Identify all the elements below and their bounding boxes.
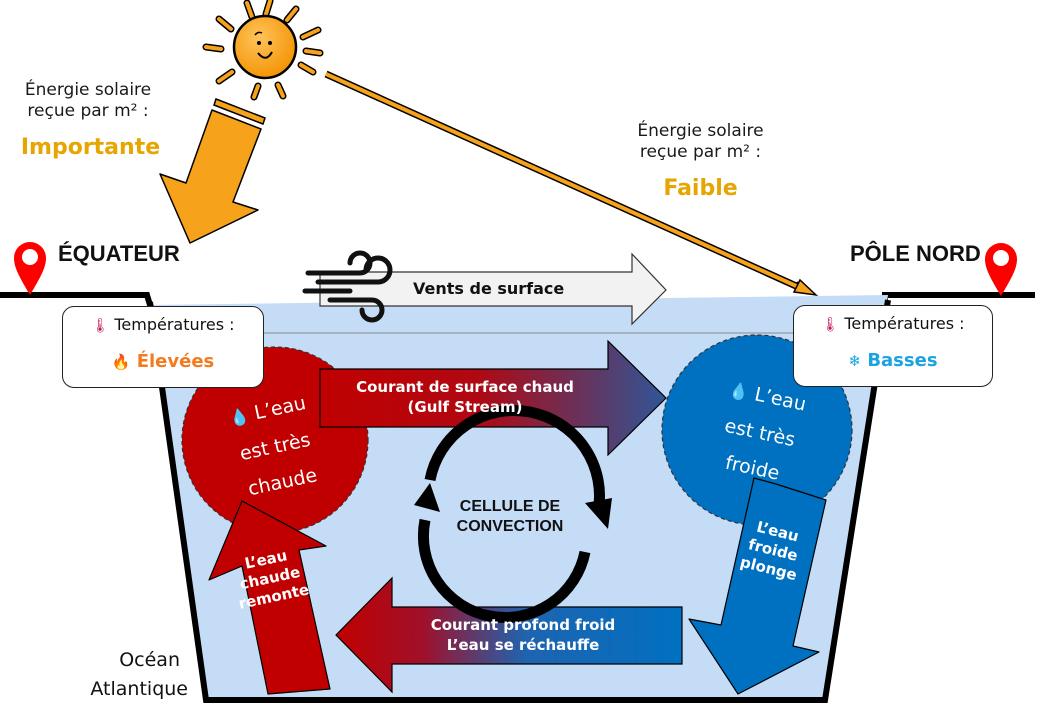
- sinking-water-arrow: [688, 477, 827, 695]
- ground-line-right: [882, 292, 1035, 300]
- equator-temperature-box: 🌡 Températures : 🔥 Élevées: [62, 306, 264, 388]
- pole-temperature-value: ❄ Basses: [848, 350, 938, 371]
- solar-ray-arrow-strong: [159, 98, 266, 244]
- ocean-label: Océan Atlantique: [90, 649, 188, 700]
- rising-water-arrow: [208, 500, 331, 695]
- thermometer-icon: 🌡: [91, 318, 110, 334]
- pole-temperature-label: 🌡 Températures :: [821, 314, 965, 333]
- right-energy-label: Énergie solaire reçue par m² :: [628, 121, 773, 163]
- wind-icon: [302, 250, 393, 323]
- wind-arrow: [319, 252, 667, 326]
- equator-temperature-value: 🔥 Élevées: [111, 351, 215, 372]
- location-pin-icon: [985, 243, 1017, 296]
- sun-icon: [202, 0, 324, 101]
- surface-current-arrow: [319, 339, 667, 457]
- right-energy-label-line1: Énergie solaire: [637, 121, 764, 141]
- ocean-basin-outline: [147, 299, 891, 703]
- left-energy-value: Importante: [20, 135, 161, 160]
- location-pin-icon: [14, 242, 46, 295]
- wind-label: Vents de surface: [413, 279, 565, 298]
- north-pole-title: PÔLE NORD: [850, 241, 981, 266]
- equator-temperature-label: 🌡 Températures :: [91, 315, 235, 334]
- left-energy-label-line1: Énergie solaire: [24, 80, 152, 100]
- snowflake-icon: ❄: [848, 352, 862, 370]
- droplet-icon: 💧: [727, 379, 751, 403]
- convection-cycle-icon: [414, 405, 612, 624]
- right-energy-value: Faible: [663, 176, 738, 201]
- left-energy-label-line2: reçue par m² :: [27, 101, 149, 121]
- pole-temperature-box: 🌡 Températures : ❄ Basses: [793, 305, 993, 387]
- surface-current-label: Courant de surface chaud (Gulf Stream): [356, 378, 574, 416]
- convection-label: CELLULE DE CONVECTION: [456, 498, 564, 535]
- thermometer-icon: 🌡: [821, 317, 840, 333]
- deep-current-arrow: [335, 576, 683, 694]
- fire-icon: 🔥: [111, 353, 131, 371]
- droplet-icon: 💧: [227, 405, 251, 429]
- right-energy-label-line2: reçue par m² :: [639, 142, 762, 162]
- left-energy-label: Énergie solaire reçue par m² :: [18, 80, 158, 122]
- equator-title: ÉQUATEUR: [58, 241, 180, 266]
- deep-current-label: Courant profond froid L’eau se réchauffe: [430, 616, 616, 654]
- solar-ray-arrow-weak: [324, 70, 819, 297]
- ground-line-left: [0, 292, 153, 306]
